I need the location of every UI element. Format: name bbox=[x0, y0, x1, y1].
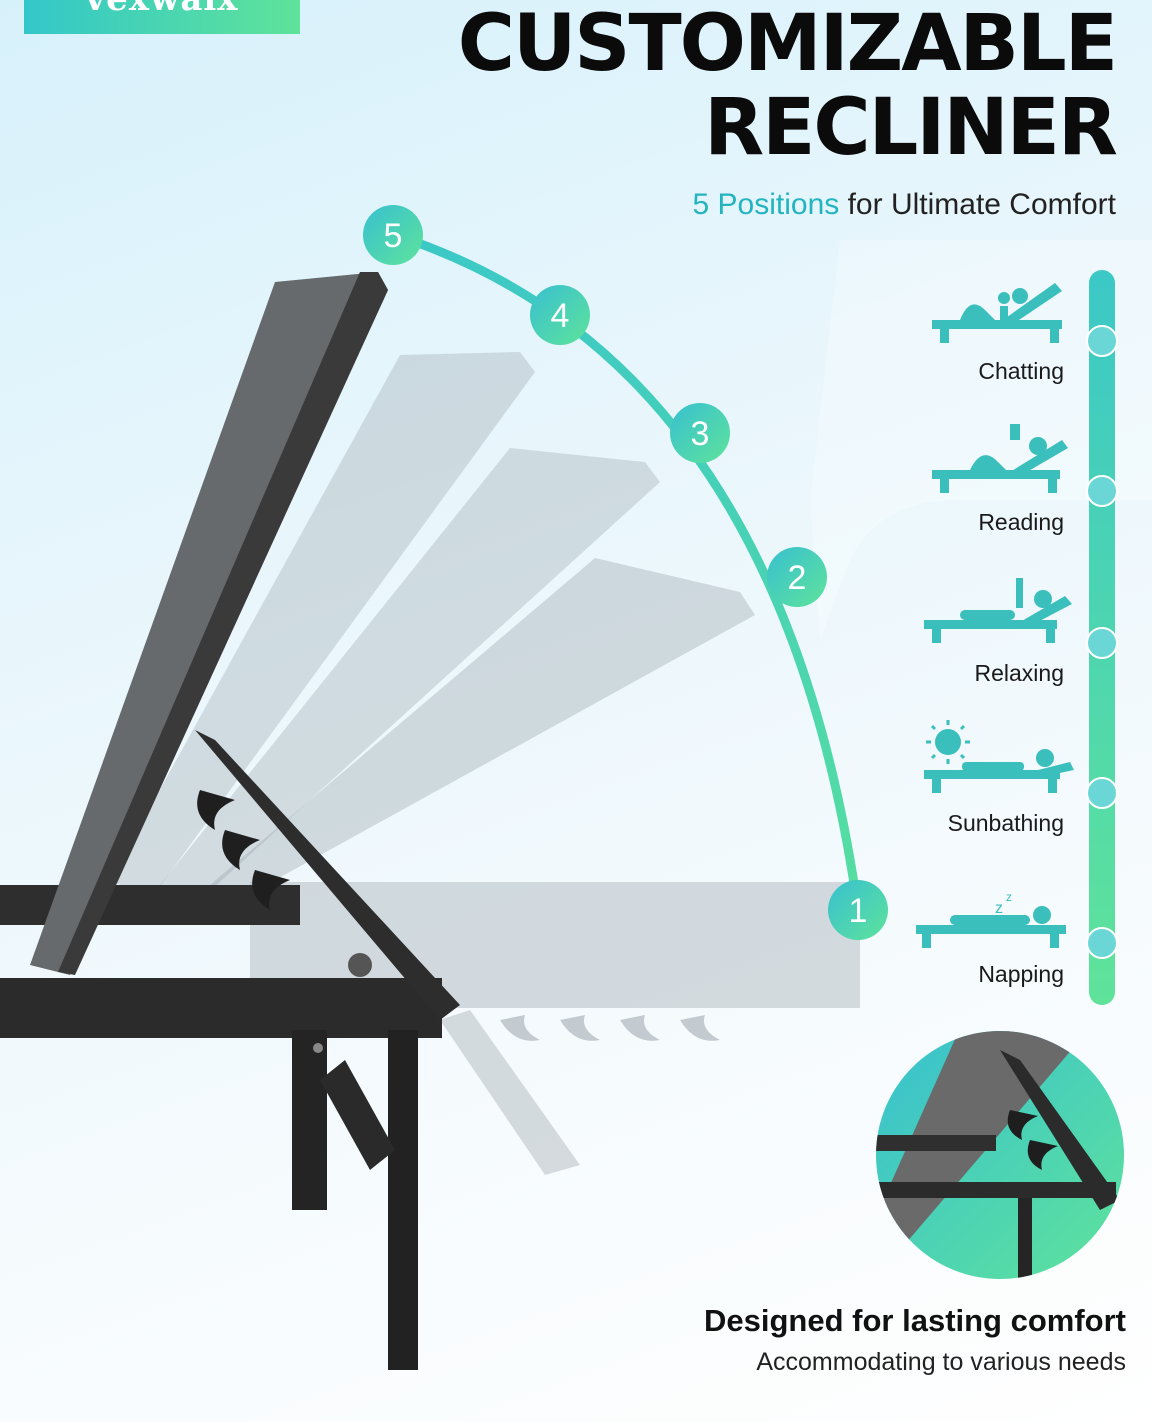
position-label-sunbathing: Sunbathing bbox=[947, 810, 1064, 836]
closing-title: Designed for lasting comfort bbox=[704, 1303, 1126, 1338]
ghost-backrest-4 bbox=[110, 352, 535, 900]
chatting-icon bbox=[932, 283, 1062, 343]
arc-marker-2: 2 bbox=[767, 547, 827, 607]
ghost-notches bbox=[440, 1010, 720, 1175]
svg-text:2: 2 bbox=[788, 559, 807, 597]
headline: CUSTOMIZABLE RECLINER bbox=[457, 0, 1118, 173]
napping-icon: z z bbox=[916, 890, 1066, 948]
ghost-backrest-2 bbox=[210, 558, 755, 905]
position-label-chatting: Chatting bbox=[978, 358, 1064, 384]
svg-text:1: 1 bbox=[849, 892, 868, 930]
subline-rest: for Ultimate Comfort bbox=[839, 188, 1116, 221]
arc-marker-4: 4 bbox=[530, 285, 590, 345]
brand-logo: vexwaix bbox=[24, 0, 300, 34]
ghost-backrest-1 bbox=[250, 882, 860, 1008]
backrest-position-5 bbox=[30, 272, 388, 975]
subline: 5 Positions for Ultimate Comfort bbox=[693, 188, 1116, 222]
background-watermark-shape bbox=[810, 240, 1152, 640]
svg-text:3: 3 bbox=[691, 415, 710, 453]
svg-text:z: z bbox=[995, 900, 1003, 917]
position-label-napping: Napping bbox=[978, 961, 1064, 987]
svg-text:z: z bbox=[1006, 890, 1012, 904]
closing-subtitle: Accommodating to various needs bbox=[756, 1348, 1126, 1376]
relaxing-icon bbox=[924, 578, 1072, 643]
headline-line-1: CUSTOMIZABLE bbox=[457, 0, 1118, 89]
subline-accent: 5 Positions bbox=[692, 188, 840, 221]
position-label-relaxing: Relaxing bbox=[974, 660, 1065, 686]
headline-line-2: RECLINER bbox=[704, 83, 1118, 173]
detail-zoom-circle bbox=[876, 1031, 1124, 1279]
svg-text:4: 4 bbox=[551, 297, 570, 335]
position-label-reading: Reading bbox=[978, 509, 1064, 535]
sunbathing-icon bbox=[924, 720, 1074, 793]
arc-marker-1: 1 bbox=[828, 880, 888, 940]
position-bar-notches bbox=[1086, 325, 1118, 959]
position-arc bbox=[390, 230, 863, 915]
arc-marker-3: 3 bbox=[670, 403, 730, 463]
ghost-backrest-3 bbox=[160, 448, 660, 900]
arc-marker-5: 5 bbox=[363, 205, 423, 265]
svg-text:5: 5 bbox=[384, 217, 403, 255]
reading-icon bbox=[932, 424, 1068, 493]
